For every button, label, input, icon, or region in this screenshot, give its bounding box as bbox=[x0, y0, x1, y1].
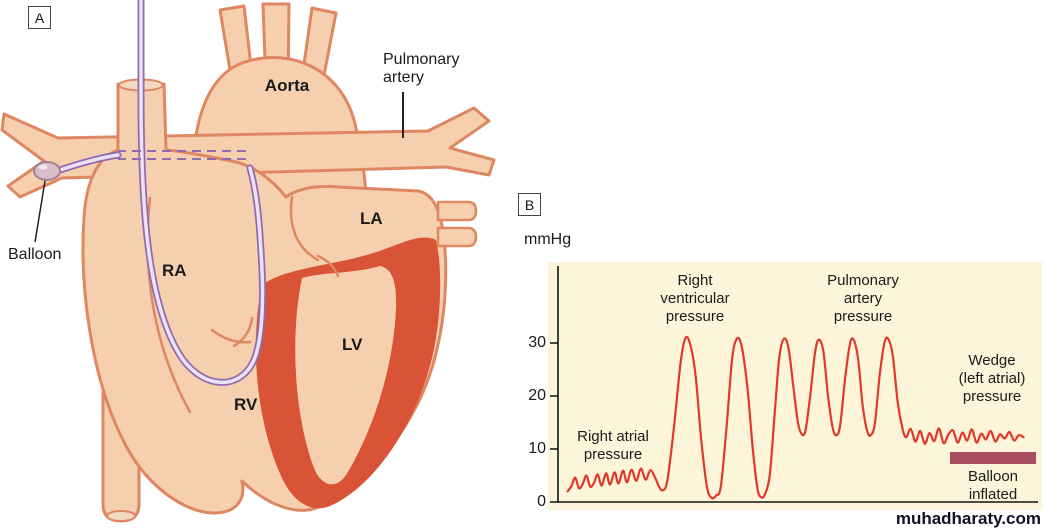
annotation-line: pressure bbox=[665, 308, 725, 325]
mitral-valve bbox=[316, 254, 340, 278]
annotation-right-ventricular-pressure: Right ventricular pressure bbox=[630, 272, 760, 326]
watermark: muhadharaty.com bbox=[895, 509, 1041, 528]
balloon-shape bbox=[33, 161, 61, 181]
tricuspid-valve bbox=[210, 328, 252, 344]
label-pulmonary-artery-line2: artery bbox=[383, 69, 424, 86]
annotation-line: (left atrial) bbox=[958, 370, 1026, 387]
catheter-tip-lumen bbox=[58, 153, 120, 172]
catheter-lumen bbox=[139, 0, 265, 385]
label-ra: RA bbox=[162, 261, 187, 280]
panel-a-tag: A bbox=[28, 6, 51, 29]
annotation-line: Right bbox=[677, 272, 713, 289]
pulmonary-artery-leader-line bbox=[402, 92, 404, 138]
ytick-30: 30 bbox=[528, 334, 546, 351]
label-pulmonary-artery-line1: Pulmonary bbox=[383, 51, 460, 68]
annotation-right-atrial-pressure: Right atrial pressure bbox=[548, 428, 678, 464]
annotation-line: pressure bbox=[583, 446, 643, 463]
annotation-line: inflated bbox=[968, 486, 1018, 503]
chart-background bbox=[548, 262, 1042, 510]
balloon-highlight bbox=[38, 164, 48, 170]
label-balloon: Balloon bbox=[8, 246, 62, 263]
annotation-line: pressure bbox=[962, 388, 1022, 405]
pressure-chart bbox=[550, 266, 1038, 503]
y-axis-unit: mmHg bbox=[524, 231, 572, 248]
ytick-10: 10 bbox=[528, 440, 546, 457]
label-rv: RV bbox=[234, 395, 258, 414]
panel-b-tag: B bbox=[518, 193, 541, 216]
pressure-waveform bbox=[566, 335, 1025, 500]
annotation-wedge-pressure: Wedge (left atrial) pressure bbox=[938, 352, 1045, 406]
heart-illustration bbox=[0, 0, 496, 523]
mitral-valve bbox=[289, 195, 320, 262]
annotation-line: Wedge bbox=[968, 352, 1016, 369]
label-pulmonary-artery: Pulmonary artery bbox=[383, 51, 459, 87]
annotation-line: pressure bbox=[833, 308, 893, 325]
pulmonary-vein bbox=[436, 226, 478, 248]
lv-cavity bbox=[295, 266, 397, 485]
ytick-20: 20 bbox=[528, 387, 546, 404]
label-aorta: Aorta bbox=[264, 76, 310, 95]
tricuspid-valve bbox=[232, 316, 254, 348]
label-la: LA bbox=[360, 209, 383, 228]
annotation-pulmonary-artery-pressure: Pulmonary artery pressure bbox=[798, 272, 928, 326]
annotation-line: Pulmonary bbox=[827, 272, 899, 289]
annotation-line: Balloon bbox=[967, 468, 1019, 485]
balloon-leader-line bbox=[34, 180, 46, 243]
label-lv: LV bbox=[342, 335, 363, 354]
balloon-inflated-bar bbox=[950, 452, 1036, 464]
annotation-line: artery bbox=[843, 290, 883, 307]
axis-tick-marks bbox=[550, 342, 558, 503]
ytick-0: 0 bbox=[537, 493, 546, 510]
annotation-balloon-inflated: Balloon inflated bbox=[945, 468, 1041, 504]
descending-vessel-opening bbox=[106, 510, 136, 522]
annotation-line: Right atrial bbox=[577, 428, 649, 445]
pulmonary-vein bbox=[436, 200, 478, 222]
annotation-line: ventricular bbox=[660, 290, 730, 307]
